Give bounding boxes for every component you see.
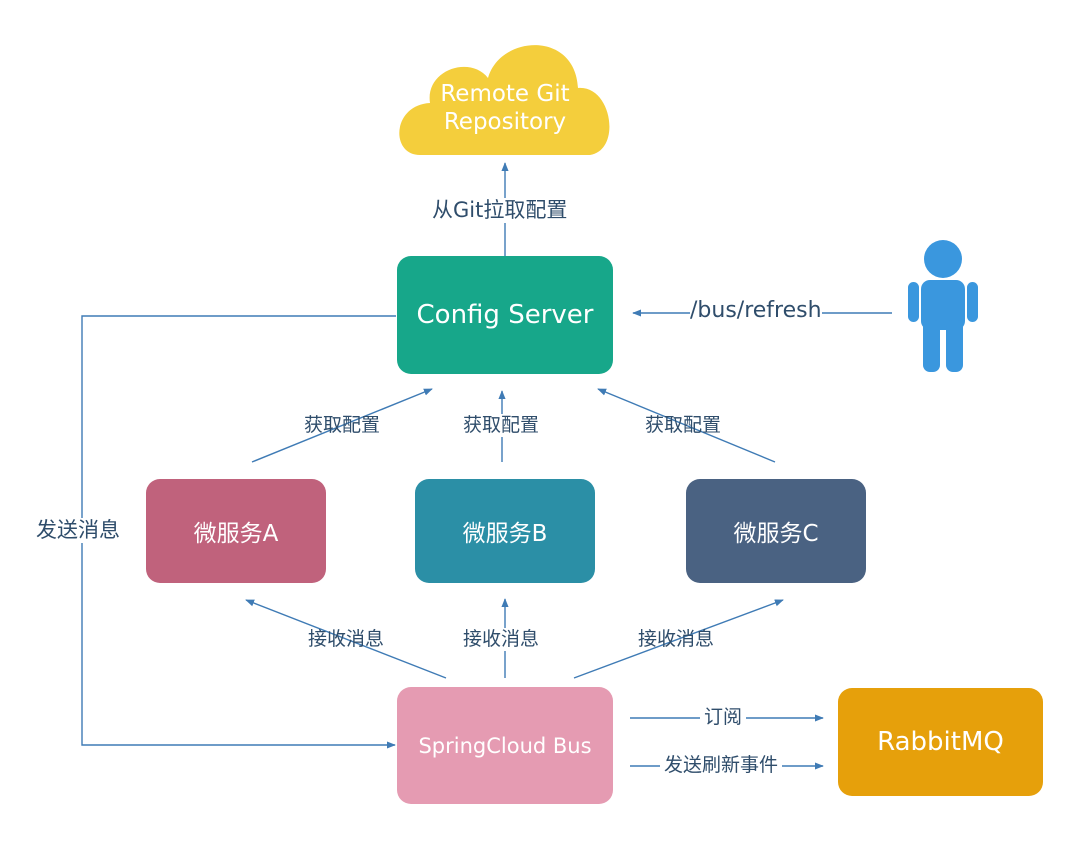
label-subscribe: 订阅 — [700, 706, 747, 729]
label-refresh: /bus/refresh — [690, 298, 822, 325]
edge-receive-c — [573, 599, 784, 679]
edge-get-config-c — [597, 388, 776, 463]
git-cloud-shape — [399, 45, 610, 156]
service-c-label: 微服务C — [733, 521, 819, 547]
rabbitmq-label: RabbitMQ — [877, 727, 1004, 757]
label-get-config-c: 获取配置 — [645, 414, 722, 436]
service-a-label: 微服务A — [193, 521, 279, 547]
git-node-line2: Repository — [443, 109, 567, 135]
person-icon — [908, 240, 978, 372]
label-send-message: 发送消息 — [36, 518, 120, 544]
service-c-node: 微服务C — [686, 479, 866, 583]
git-node-line1: Remote Git — [440, 81, 570, 108]
edge-receive-a — [245, 599, 447, 679]
config-server-label: Config Server — [416, 300, 594, 330]
label-get-config-b: 获取配置 — [463, 414, 540, 437]
service-b-node: 微服务B — [415, 479, 595, 583]
springcloud-bus-node: SpringCloud Bus — [397, 687, 613, 804]
label-receive-b: 接收消息 — [463, 628, 540, 651]
label-receive-a: 接收消息 — [308, 628, 385, 650]
label-receive-c: 接收消息 — [638, 628, 715, 650]
bus-label: SpringCloud Bus — [418, 733, 592, 758]
rabbitmq-node: RabbitMQ — [838, 688, 1043, 796]
service-a-node: 微服务A — [146, 479, 326, 583]
git-repository-node: Remote Git Repository — [420, 75, 590, 143]
label-get-config-a: 获取配置 — [304, 414, 381, 436]
label-send-refresh-event: 发送刷新事件 — [660, 754, 783, 777]
service-b-label: 微服务B — [462, 521, 548, 547]
config-server-node: Config Server — [397, 256, 613, 374]
edge-get-config-a — [251, 388, 433, 463]
label-pull-from-git: 从Git拉取配置 — [432, 198, 568, 224]
